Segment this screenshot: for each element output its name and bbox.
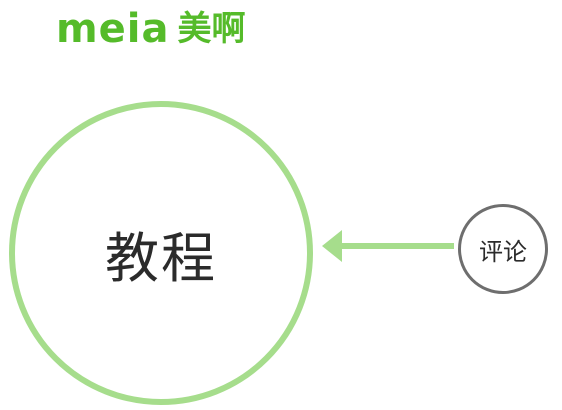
arrow-left-icon: [322, 230, 454, 262]
logo-cjk-text: 美啊: [177, 9, 246, 49]
tutorial-node[interactable]: 教程: [9, 101, 313, 405]
tutorial-node-label: 教程: [105, 226, 217, 290]
comment-node[interactable]: 评论: [458, 204, 548, 294]
comment-node-label: 评论: [479, 237, 527, 266]
arrow-left-shaft: [340, 243, 454, 249]
brand-logo[interactable]: meia 美啊: [56, 6, 246, 52]
logo-latin-text: meia: [56, 6, 170, 52]
arrow-left-head: [322, 230, 342, 262]
